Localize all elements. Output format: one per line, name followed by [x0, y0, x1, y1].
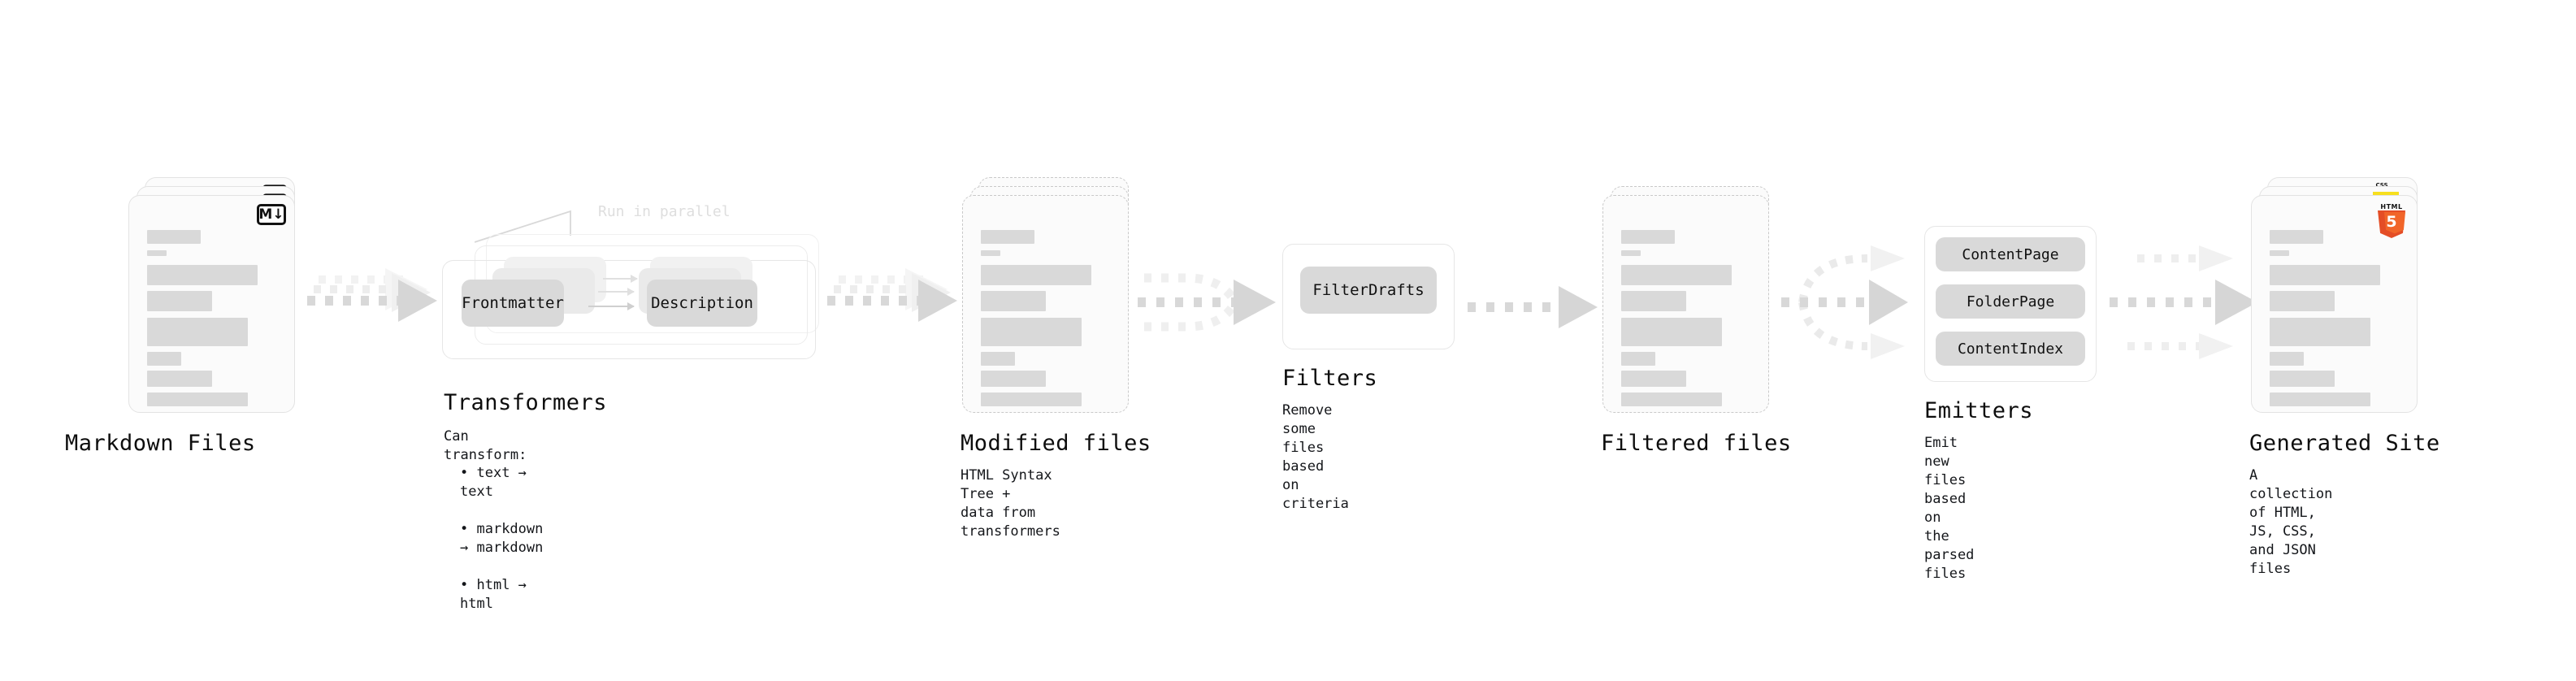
html5-icon-wordmark: HTML: [2380, 203, 2403, 210]
placeholder-bar: [1621, 318, 1722, 346]
placeholder-bar: [981, 352, 1015, 366]
inner-arrow-icon: [603, 275, 638, 283]
markdown-icon-label: M↓: [258, 206, 284, 223]
dotted-fan-arrow-icon: [307, 268, 437, 322]
dotted-arrow-icon: [1468, 286, 1598, 328]
bullet-label: html → html: [460, 576, 527, 612]
placeholder-bar: [2270, 352, 2304, 366]
filter-node-filterdrafts[interactable]: FilterDrafts: [1300, 267, 1437, 314]
dotted-split-arrow-icon: [1781, 245, 1908, 359]
bullet-item: • html → html: [460, 576, 527, 612]
connector-transformers-to-modified: [827, 268, 957, 358]
connector-emitters-to-site: [2110, 229, 2272, 375]
placeholder-bar: [1621, 371, 1686, 387]
document-card-front: M↓: [128, 195, 295, 413]
stage-subtitle-modified-files: HTML Syntax Tree + data from transformer…: [961, 467, 1060, 540]
html5-icon-shield-inner: [2384, 212, 2405, 234]
stage-title-modified-files: Modified files: [961, 431, 1151, 456]
placeholder-bar: [147, 230, 201, 244]
placeholder-bar: [1621, 291, 1686, 311]
bullet-item: • markdown → markdown: [460, 520, 544, 556]
stage-subtitle-generated-site: A collection of HTML, JS, CSS, and JSON …: [2249, 467, 2333, 577]
emitter-node-folderpage[interactable]: FolderPage: [1936, 284, 2085, 319]
stage-title-generated-site: Generated Site: [2249, 431, 2440, 456]
placeholder-bar: [2270, 250, 2289, 256]
leader-line-icon: [475, 210, 571, 243]
stage-title-transformers: Transformers: [444, 390, 608, 415]
emitter-node-label: ContentPage: [1962, 245, 2059, 263]
bullet-item: • text → text: [460, 464, 527, 500]
placeholder-bar: [981, 318, 1082, 346]
transformer-node-label: Description: [651, 294, 753, 312]
placeholder-bar: [981, 393, 1082, 406]
placeholder-bar: [981, 250, 1000, 256]
placeholder-bar: [147, 291, 212, 311]
document-card-front: [962, 195, 1129, 413]
run-in-parallel-leader: [475, 200, 588, 247]
emitter-node-contentpage[interactable]: ContentPage: [1936, 237, 2085, 271]
transform-bullets: • text → text • markdown → markdown • ht…: [460, 445, 543, 631]
placeholder-bar: [147, 250, 167, 256]
placeholder-bar: [981, 265, 1091, 285]
dotted-fan-arrow-icon: [827, 268, 957, 322]
stage-title-markdown-files: Markdown Files: [65, 431, 256, 456]
stage-subtitle-emitters: Emit new files based on the parsed files: [1924, 435, 1975, 582]
placeholder-bar: [981, 291, 1046, 311]
placeholder-bar: [1621, 352, 1655, 366]
dotted-merge-arrow-icon: [1138, 273, 1276, 332]
placeholder-bar: [2270, 371, 2335, 387]
emitter-node-label: FolderPage: [1966, 293, 2055, 310]
html5-icon-label: 5: [2386, 213, 2397, 231]
placeholder-bar: [981, 371, 1046, 387]
transformer-node-frontmatter[interactable]: Frontmatter: [462, 280, 564, 327]
placeholder-bar: [147, 318, 248, 346]
placeholder-bar: [1621, 265, 1732, 285]
stage-title-filtered-files: Filtered files: [1601, 431, 1792, 456]
placeholder-bar: [147, 352, 181, 366]
transformer-group-box: [442, 260, 816, 359]
run-in-parallel-label: Run in parallel: [598, 203, 731, 220]
placeholder-bar: [147, 393, 248, 406]
stage-subtitle-transformers: Can transform:: [444, 428, 527, 463]
placeholder-bar: [147, 265, 258, 285]
html5-icon: HTML 5: [2378, 203, 2405, 238]
filter-node-label: FilterDrafts: [1312, 281, 1425, 299]
connector-modified-to-filters: [1138, 265, 1276, 362]
placeholder-bar: [2270, 230, 2323, 244]
stage-title-filters: Filters: [1282, 366, 1378, 391]
placeholder-bar: [2270, 318, 2370, 346]
placeholder-bar: [147, 371, 212, 387]
placeholder-bar: [2270, 265, 2380, 285]
document-card-front: HTML 5: [2251, 195, 2418, 413]
connector-markdown-to-transformers: [307, 268, 437, 358]
transformer-node-description[interactable]: Description: [647, 280, 757, 327]
connector-filters-to-filtered: [1468, 286, 1598, 335]
bullet-label: markdown → markdown: [460, 520, 544, 556]
transformer-node-label: Frontmatter: [462, 294, 564, 312]
stage-subtitle-filters: Remove some files based on criteria: [1282, 402, 1349, 512]
markdown-icon: M↓: [257, 204, 286, 225]
css3-icon-label: CSS: [2375, 182, 2388, 189]
inner-arrow-icon: [598, 288, 635, 296]
placeholder-bar: [2270, 393, 2370, 406]
emitter-node-label: ContentIndex: [1957, 340, 2064, 358]
stage-title-emitters: Emitters: [1924, 398, 2034, 423]
placeholder-bar: [981, 230, 1034, 244]
connector-filtered-to-emitters: [1781, 229, 1928, 375]
placeholder-bar: [2270, 291, 2335, 311]
bullet-label: text → text: [460, 464, 527, 500]
placeholder-bar: [1621, 230, 1675, 244]
dotted-parallel-arrows-icon: [2110, 245, 2257, 359]
emitter-node-contentindex[interactable]: ContentIndex: [1936, 332, 2085, 366]
placeholder-bar: [1621, 393, 1722, 406]
placeholder-bar: [1621, 250, 1641, 256]
document-card-front: [1602, 195, 1769, 413]
inner-arrow-icon: [588, 302, 635, 310]
